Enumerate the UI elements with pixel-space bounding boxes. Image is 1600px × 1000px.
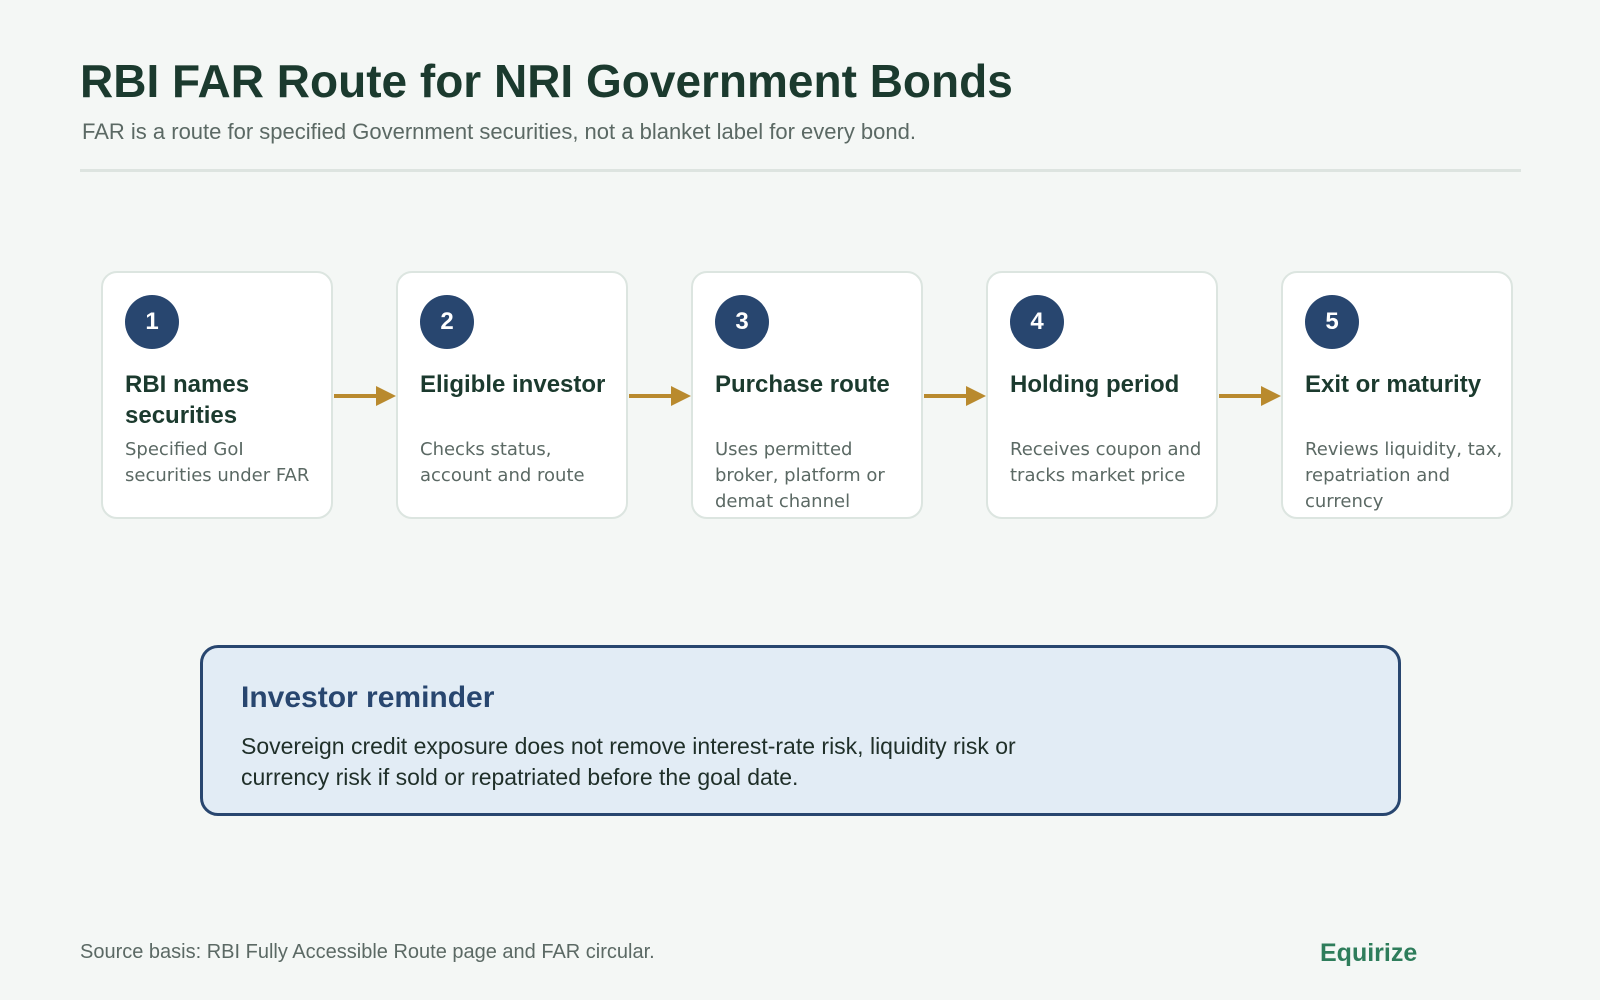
step-title: RBI names securities: [125, 371, 250, 429]
flow-arrow-icon: [334, 386, 396, 406]
source-note: Source basis: RBI Fully Accessible Route…: [80, 941, 655, 963]
step-description: Uses permitted broker, platform or demat…: [715, 439, 885, 512]
step-card-3: 3 Purchase route Uses permitted broker, …: [691, 271, 923, 519]
flow-arrow-icon: [924, 386, 986, 406]
step-description: Receives coupon and tracks market price: [1010, 439, 1202, 486]
reminder-body: Sovereign credit exposure does not remov…: [241, 733, 1016, 790]
step-description: Specified GoI securities under FAR: [125, 439, 310, 486]
step-card-1: 1 RBI names securities Specified GoI sec…: [101, 271, 333, 519]
step-card-2: 2 Eligible investor Checks status, accou…: [396, 271, 628, 519]
step-number-badge: 1: [125, 295, 179, 349]
investor-reminder-box: Investor reminder Sovereign credit expos…: [200, 645, 1401, 816]
page-subtitle: FAR is a route for specified Government …: [82, 119, 916, 144]
header-divider: [80, 169, 1521, 172]
step-title: Exit or maturity: [1305, 371, 1482, 398]
step-title: Purchase route: [715, 371, 890, 398]
step-description: Checks status, account and route: [420, 439, 585, 486]
page-title: RBI FAR Route for NRI Government Bonds: [80, 55, 1013, 107]
step-title: Eligible investor: [420, 371, 606, 398]
step-number-badge: 3: [715, 295, 769, 349]
step-card-4: 4 Holding period Receives coupon and tra…: [986, 271, 1218, 519]
flow-arrow-icon: [629, 386, 691, 406]
brand-logo: Equirize: [1320, 939, 1418, 967]
reminder-title: Investor reminder: [241, 681, 495, 714]
step-card-5: 5 Exit or maturity Reviews liquidity, ta…: [1281, 271, 1513, 519]
step-number-badge: 4: [1010, 295, 1064, 349]
step-description: Reviews liquidity, tax, repatriation and…: [1305, 439, 1503, 512]
step-number-badge: 2: [420, 295, 474, 349]
step-title: Holding period: [1010, 371, 1180, 398]
step-number-badge: 5: [1305, 295, 1359, 349]
flow-arrow-icon: [1219, 386, 1281, 406]
